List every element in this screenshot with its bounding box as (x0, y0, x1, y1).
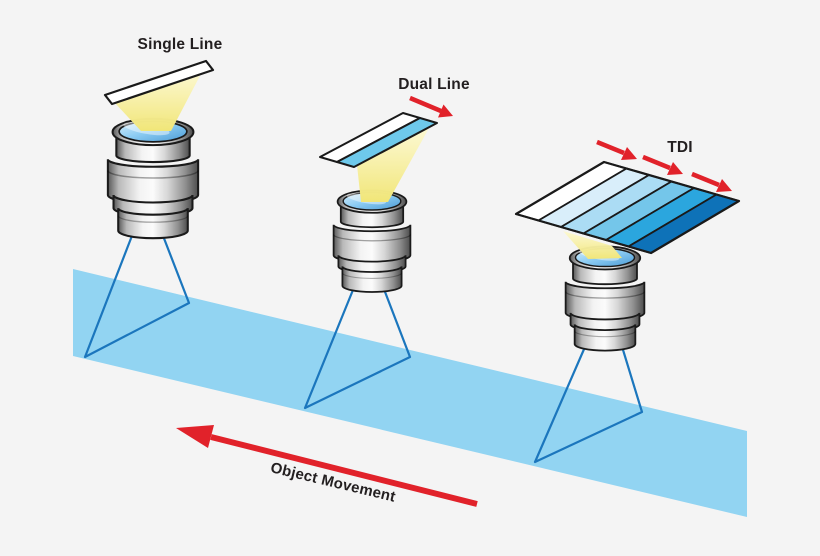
light-cone-dual (357, 128, 429, 202)
light-cone-tdi (563, 231, 622, 259)
sensor-dual-line (319, 112, 438, 168)
fov-triangle-single (83, 227, 191, 359)
camera-single-line (106, 117, 200, 240)
tdi-arrow-2 (642, 154, 683, 175)
light-cone-single (114, 70, 203, 131)
sensor-single-line (103, 59, 215, 106)
conveyor-belt (73, 269, 747, 517)
label-dual-line: Dual Line (398, 76, 470, 93)
dual-line-direction-arrow (409, 95, 453, 118)
tdi-arrow-3 (691, 171, 732, 192)
label-single-line: Single Line (137, 36, 223, 53)
object-movement-arrow (176, 425, 478, 507)
sensor-tdi (514, 160, 741, 255)
sensor-single-stripe (103, 59, 215, 106)
label-tdi: TDI (667, 139, 693, 156)
camera-dual-line (332, 189, 412, 293)
tdi-direction-arrows (596, 139, 732, 192)
fov-triangle-dual (303, 283, 412, 410)
tdi-arrow-1 (596, 139, 637, 160)
sensor-dual-stripe-2 (336, 117, 438, 168)
fov-triangle-tdi (533, 339, 644, 464)
camera-tdi (564, 245, 646, 352)
sensor-tdi-outline (514, 160, 741, 255)
